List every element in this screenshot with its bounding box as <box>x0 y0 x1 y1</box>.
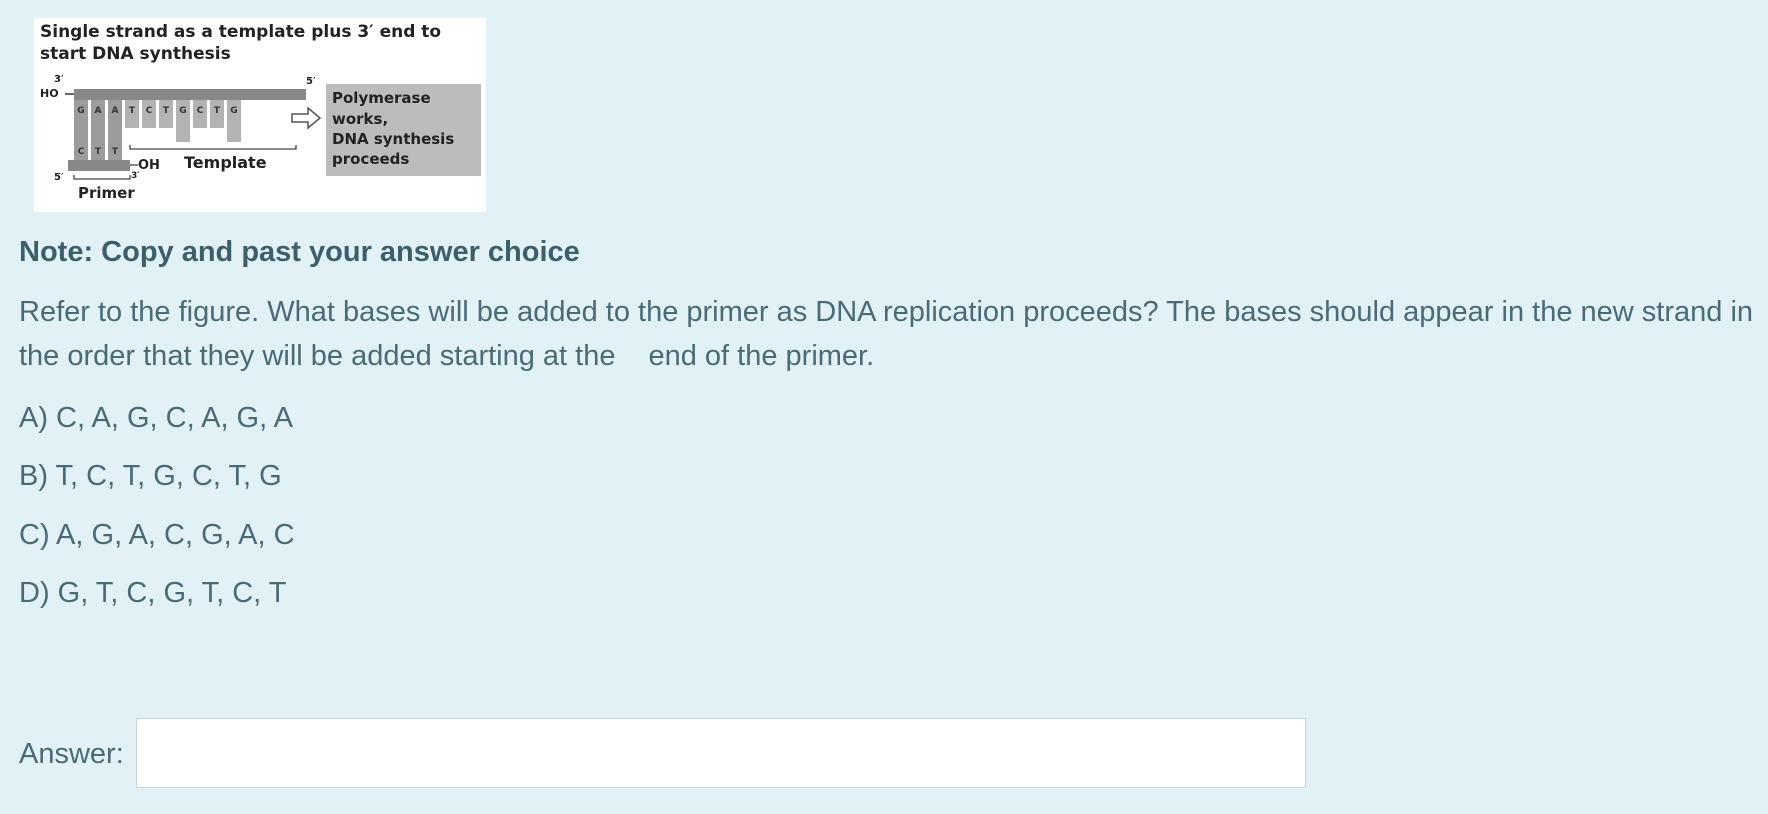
primer-bracket <box>73 175 131 180</box>
polymerase-box-line4: proceeds <box>332 150 409 168</box>
template-base: T <box>163 106 170 116</box>
primer-base: T <box>95 147 102 157</box>
primer-bases: C T T <box>78 147 119 157</box>
polymerase-box-line3: DNA synthesis <box>332 130 454 148</box>
primer-base: T <box>112 147 119 157</box>
answer-input[interactable] <box>136 718 1306 788</box>
label-template: Template <box>184 153 267 172</box>
template-base: T <box>214 106 221 116</box>
polymerase-box <box>326 84 481 176</box>
option-c: C) A, G, A, C, G, A, C <box>19 519 295 551</box>
figure-title-line2: start DNA synthesis <box>40 44 231 64</box>
template-base: C <box>146 106 153 116</box>
note-text: Note: Copy and past your answer choice <box>19 236 580 268</box>
template-base: C <box>197 106 204 116</box>
template-base: G <box>230 106 237 116</box>
template-base: G <box>179 106 186 116</box>
option-a: A) C, A, G, C, A, G, A <box>19 402 293 434</box>
template-bracket <box>129 145 297 150</box>
question-text-part1: Refer to the figure. What bases will be … <box>19 296 1754 372</box>
dna-synthesis-figure: Single strand as a template plus 3′ end … <box>34 18 486 212</box>
polymerase-box-line1: Polymerase <box>332 89 431 107</box>
template-strand-backbone <box>74 89 306 100</box>
template-base: A <box>112 106 119 116</box>
label-5prime-bottom: 5′ <box>54 172 64 183</box>
question-text-part2: end of the primer. <box>648 340 875 372</box>
figure-title-line1: Single strand as a template plus 3′ end … <box>40 22 441 42</box>
option-d: D) G, T, C, G, T, C, T <box>19 577 287 609</box>
label-3prime-top: 3′ <box>54 74 64 85</box>
label-3prime-bottom: 3′ <box>131 171 140 181</box>
template-base: T <box>129 106 136 116</box>
template-base: G <box>77 106 84 116</box>
template-bases: G A A T C T G C T G <box>74 100 241 160</box>
label-5prime-top: 5′ <box>306 76 316 87</box>
template-base: A <box>95 106 102 116</box>
label-ho: HO <box>40 87 59 100</box>
label-oh: OH <box>138 158 160 173</box>
option-b: B) T, C, T, G, C, T, G <box>19 460 282 492</box>
primer-strand-backbone <box>68 160 130 171</box>
label-primer: Primer <box>78 184 135 202</box>
primer-base: C <box>78 147 85 157</box>
polymerase-box-line2: works, <box>332 110 388 128</box>
question-text: Refer to the figure. What bases will be … <box>19 290 1759 378</box>
answer-label: Answer: <box>19 738 124 770</box>
arrow-right-icon <box>291 106 322 130</box>
